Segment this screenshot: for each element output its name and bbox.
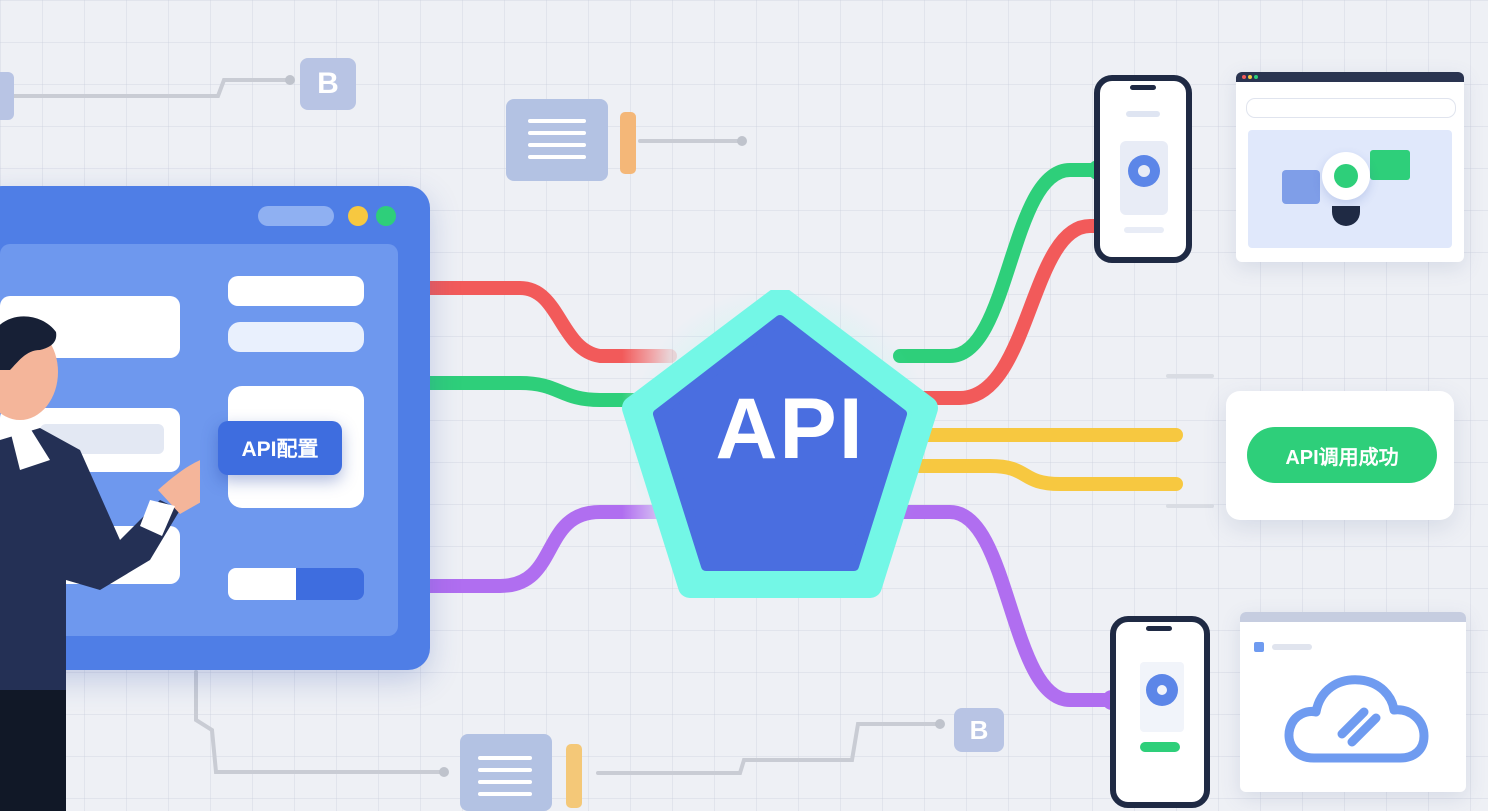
connector-bottom-left <box>194 670 446 774</box>
wire-purple-left <box>423 505 677 593</box>
window-dot-green <box>376 206 396 226</box>
orange-connector-tab <box>620 112 636 174</box>
wire-red-right <box>903 219 1107 405</box>
text-input-1[interactable] <box>228 276 364 306</box>
phone-device-top <box>1094 75 1192 263</box>
wire-red-left <box>423 281 677 363</box>
toggle-on-segment[interactable] <box>296 568 364 600</box>
letter-tile-bottom: B <box>954 708 1004 752</box>
hub-label: API <box>715 381 865 477</box>
cloud-icon <box>1284 675 1429 763</box>
document-icon-bottom <box>460 734 552 811</box>
browser-window-top <box>1236 72 1464 262</box>
browser-window-bottom <box>1240 612 1466 792</box>
document-icon <box>506 99 608 181</box>
letter-tile-top: B <box>300 58 356 110</box>
yellow-connector-tab <box>566 744 582 808</box>
api-config-button[interactable]: API配置 <box>218 421 342 475</box>
phone-device-bottom <box>1110 616 1210 808</box>
console-title-pill <box>258 206 334 226</box>
wire-yellow-right-2 <box>913 459 1183 491</box>
window-dot-yellow <box>348 206 368 226</box>
text-input-2[interactable] <box>228 322 364 352</box>
connector-bottom-right <box>596 722 942 775</box>
connector-top-left <box>8 78 292 98</box>
toggle-off-segment[interactable] <box>228 568 296 600</box>
wire-green-right <box>893 163 1107 363</box>
partial-tile-left <box>0 72 14 120</box>
config-console-window <box>0 186 430 670</box>
wire-purple-right <box>893 505 1119 707</box>
person-illustration <box>0 316 200 811</box>
api-success-button[interactable]: API调用成功 <box>1247 427 1437 483</box>
wire-green-left <box>423 376 677 407</box>
api-hub <box>622 290 938 598</box>
